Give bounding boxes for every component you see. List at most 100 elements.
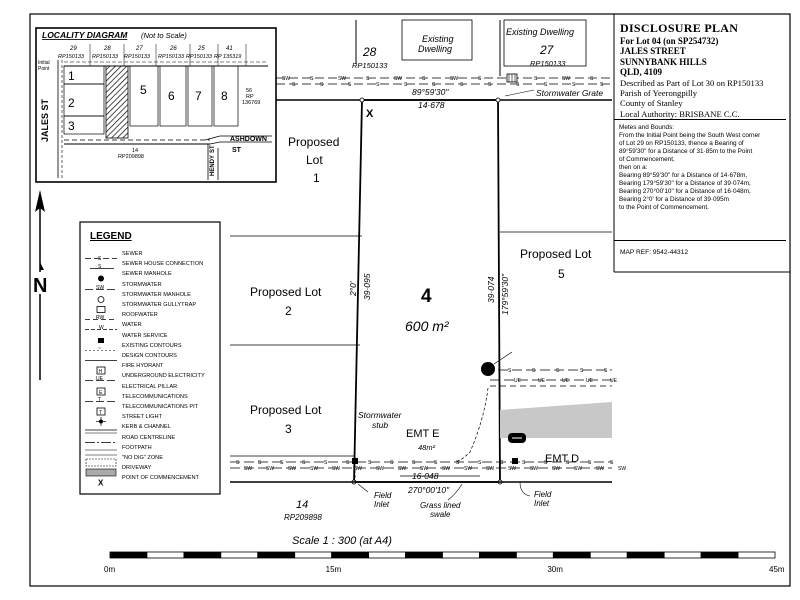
stormwater-symbol: SW <box>552 466 560 472</box>
sewer-symbol: SW <box>562 76 570 82</box>
stormwater-symbol: SW <box>310 466 318 472</box>
stormwater-symbol: SW <box>464 466 472 472</box>
legend-box <box>79 221 221 495</box>
disclosure-panel: DISCLOSURE PLAN For Lot 04 (on SP254732)… <box>614 18 786 270</box>
sewer-symbol: S <box>324 460 328 466</box>
bottom-distance: 16·048 <box>412 471 439 481</box>
locality-top-lot-num: 28 <box>103 46 111 52</box>
locality-top-lot-num: 26 <box>169 46 177 52</box>
legend-item-label: STORMWATER MANHOLE <box>122 291 191 298</box>
stormwater-symbol: SW <box>376 466 384 472</box>
proposed-lot-lines <box>230 231 612 457</box>
water-line-icon: W <box>84 321 118 331</box>
metes-line: of Commencement, <box>619 156 675 163</box>
lot28-rp: RP150133 <box>352 61 388 70</box>
top-bearing: 89°59'30" <box>412 87 449 97</box>
lot27-label: 27 <box>539 43 555 57</box>
legend-item: STORMWATER MANHOLE <box>80 291 220 303</box>
metes-line: 89°59'30" for a Distance of 31·85m to th… <box>619 148 753 155</box>
scale-title: Scale 1 : 300 (at A4) <box>292 535 392 547</box>
sewer-symbol: S <box>544 460 548 466</box>
sewer-symbol: S <box>368 460 372 466</box>
legend-item-label: TELECOMMUNICATIONS <box>122 393 188 400</box>
driveway-icon <box>84 464 118 477</box>
svg-text:UE: UE <box>96 376 104 382</box>
metes-and-bounds: Metes and Bounds:From the Initial Point … <box>614 120 786 212</box>
underground-electricity-icon: UE <box>84 372 118 382</box>
sewer-symbol: S <box>390 460 394 466</box>
lot-4-number: 4 <box>421 286 432 307</box>
stormwater-symbol: SW <box>332 466 340 472</box>
locality-lot-3: 3 <box>68 119 75 133</box>
electricity-symbol: UE <box>610 378 618 384</box>
disclosure-title: DISCLOSURE PLAN <box>620 21 739 35</box>
for-lot: For Lot 04 (on SP254732) <box>620 36 719 46</box>
stormwater-symbol: SW <box>420 466 428 472</box>
stormwater-symbol: SW <box>530 466 538 472</box>
sewer-symbol: S <box>522 460 526 466</box>
sewer-symbol: S <box>544 82 548 88</box>
sewer-symbol: S <box>432 82 436 88</box>
electricity-symbol: UE <box>562 378 570 384</box>
scale-segment <box>663 551 702 559</box>
scale-segment <box>294 551 333 559</box>
stormwater-symbol: SW <box>354 466 362 472</box>
legend-item-label: DRIVEWAY <box>122 465 152 472</box>
roofwater-line-icon: RW <box>84 311 118 321</box>
right-services <box>455 351 612 463</box>
metes-line: From the Initial Point being the South W… <box>619 132 761 139</box>
footpath-icon <box>84 444 118 456</box>
sewer-symbol: SW <box>338 76 346 82</box>
scale-tick-label: 0m <box>104 565 115 574</box>
sewer-symbol: S <box>412 460 416 466</box>
sewer-symbol: S <box>566 460 570 466</box>
sewer-symbol: S <box>556 368 560 374</box>
legend-item: ROAD CENTRELINE <box>80 434 220 443</box>
suburb-name: SUNNYBANK HILLS <box>620 56 707 67</box>
stormwater-symbol: SW <box>618 466 626 472</box>
legend-item: DESIGN CONTOURS <box>80 352 220 361</box>
scale-tick-label: 15m <box>326 565 342 574</box>
locality-lot-2: 2 <box>68 96 75 110</box>
ashdown-st-label: ASHDOWN <box>230 136 267 143</box>
jales-st-label: JALES ST <box>40 98 50 142</box>
scale-segment <box>368 551 406 559</box>
hendy-st-label: HENDYST <box>210 145 216 176</box>
right-bearing: 179°59'30" <box>500 273 510 315</box>
scale-segment <box>552 551 591 559</box>
svg-text:H: H <box>99 369 103 375</box>
sewer-symbol: S <box>404 82 408 88</box>
legend-item-label: KERB & CHANNEL <box>122 424 171 431</box>
sewer-symbol: S <box>280 460 284 466</box>
legend-item-label: SEWER <box>122 251 143 257</box>
scale-segment <box>146 551 185 559</box>
sewer-symbol: S <box>346 460 350 466</box>
legend-item: SEWER MANHOLE <box>80 270 220 282</box>
legend-item: STORMWATER GULLYTRAP <box>80 301 220 313</box>
stormwater-symbol: SW <box>486 466 494 472</box>
legend-item-label: STORMWATER GULLYTRAP <box>122 302 197 308</box>
sewer-manhole-icon <box>481 362 495 376</box>
legend-title: LEGEND <box>90 231 132 242</box>
legend-item-label: FOOTPATH <box>122 444 152 451</box>
locality-top-lot-rp: RP150133 <box>58 54 85 60</box>
locality-top-lot-rp: RP150133 <box>92 54 119 60</box>
sewer-symbol: S <box>302 460 306 466</box>
map-ref: MAP REF: 9542-44312 <box>620 249 689 256</box>
locality-top-lot-num: 41 <box>226 46 233 52</box>
sewer-symbol: S <box>590 76 594 82</box>
stormwater-manhole-icon <box>84 291 118 303</box>
legend-item-label: POINT OF COMMENCEMENT <box>122 475 199 482</box>
map-ref-divider <box>614 240 786 241</box>
